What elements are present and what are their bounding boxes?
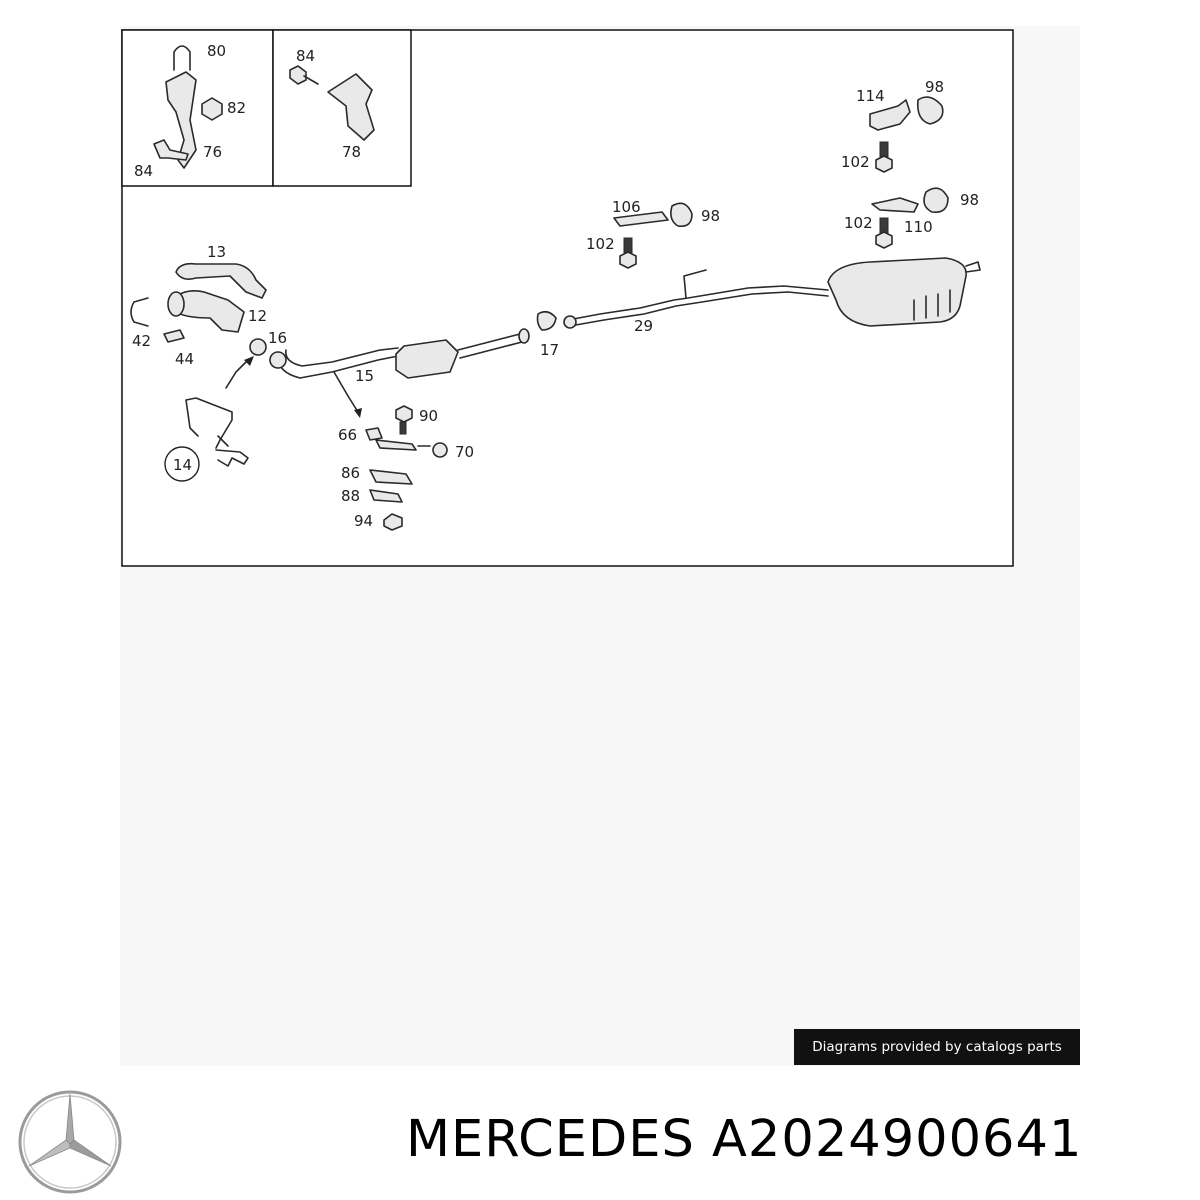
callout-80: 80 <box>207 42 226 60</box>
callout-86: 86 <box>341 464 360 482</box>
callout-82: 82 <box>227 99 246 117</box>
callout-98-top: 98 <box>925 78 944 96</box>
callout-106: 106 <box>612 198 641 216</box>
credit-banner: Diagrams provided by catalogs parts <box>794 1029 1080 1065</box>
callout-76: 76 <box>203 143 222 161</box>
callout-98-mid: 98 <box>701 207 720 225</box>
callout-17: 17 <box>540 341 559 359</box>
callout-94: 94 <box>354 512 373 530</box>
callout-84-left: 84 <box>134 162 153 180</box>
part-title: MERCEDES A2024900641 <box>406 1110 1083 1169</box>
callout-16: 16 <box>268 329 287 347</box>
inset-box-right <box>272 29 412 187</box>
callout-110: 110 <box>904 218 933 236</box>
callout-circle-14 <box>164 446 200 482</box>
callout-70: 70 <box>455 443 474 461</box>
inset-left-parts <box>153 45 223 169</box>
callout-14: 14 <box>173 456 192 474</box>
mercedes-star-icon <box>18 1090 122 1194</box>
callout-84-right: 84 <box>296 47 315 65</box>
rear-muffler <box>827 257 981 327</box>
callout-78: 78 <box>342 143 361 161</box>
callout-102-right: 102 <box>844 214 873 232</box>
callout-12: 12 <box>248 307 267 325</box>
callout-44: 44 <box>175 350 194 368</box>
callout-114: 114 <box>856 87 885 105</box>
callout-88: 88 <box>341 487 360 505</box>
callout-102-top: 102 <box>841 153 870 171</box>
hanger-parts <box>613 96 949 269</box>
callout-15: 15 <box>355 367 374 385</box>
inset-box-left <box>121 29 274 187</box>
callout-102-mid: 102 <box>586 235 615 253</box>
callout-66: 66 <box>338 426 357 444</box>
callout-29: 29 <box>634 317 653 335</box>
callout-90: 90 <box>419 407 438 425</box>
mid-pipe-assembly <box>395 269 829 379</box>
small-parts <box>185 356 448 531</box>
callout-42: 42 <box>132 332 151 350</box>
callout-13: 13 <box>207 243 226 261</box>
inset-right-parts <box>289 65 375 141</box>
callout-98-right: 98 <box>960 191 979 209</box>
front-pipe-assembly <box>130 262 399 379</box>
